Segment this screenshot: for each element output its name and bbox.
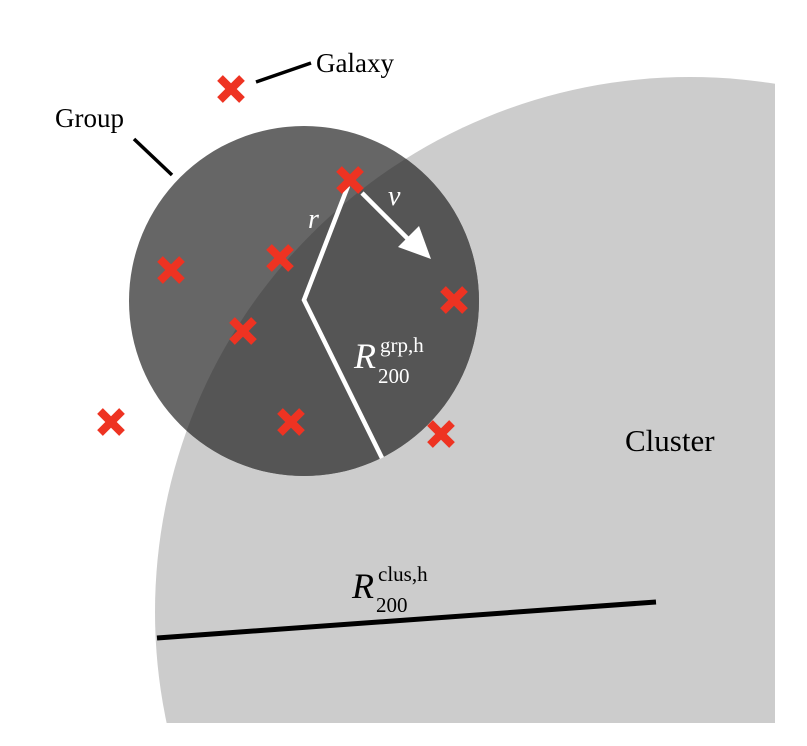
galaxy-marker-icon (336, 166, 364, 194)
galaxy-marker-icon (440, 286, 468, 314)
velocity-arrowhead-icon (398, 226, 431, 259)
cluster-r200-label: R clus,h 200 (351, 562, 428, 617)
r-label: r (308, 204, 319, 235)
galaxy-marker-icon (97, 408, 125, 436)
svg-text:R: R (351, 566, 374, 606)
svg-text:200: 200 (376, 593, 408, 617)
galaxy-marker-icon (277, 408, 305, 436)
group-label: Group (55, 103, 124, 133)
galaxy-markers (97, 75, 468, 448)
svg-text:clus,h: clus,h (378, 562, 428, 586)
svg-text:grp,h: grp,h (380, 333, 424, 357)
galaxy-marker-icon (229, 317, 257, 345)
cluster-label: Cluster (625, 423, 715, 458)
svg-text:200: 200 (378, 364, 410, 388)
galaxy-marker-icon (427, 420, 455, 448)
galaxy-label: Galaxy (316, 48, 394, 78)
cluster-radius-line (156, 599, 657, 641)
v-label: v (388, 181, 401, 212)
galaxy-marker-icon (217, 75, 245, 103)
svg-text:R: R (353, 336, 376, 376)
group-radius-line (301, 185, 385, 459)
group-r200-label: R grp,h 200 (353, 333, 424, 388)
group-leader-line (132, 137, 174, 177)
galaxy-marker-icon (157, 256, 185, 284)
galaxy-leader-line (255, 61, 312, 84)
velocity-vector-line (360, 191, 414, 245)
galaxy-marker-icon (266, 244, 294, 272)
